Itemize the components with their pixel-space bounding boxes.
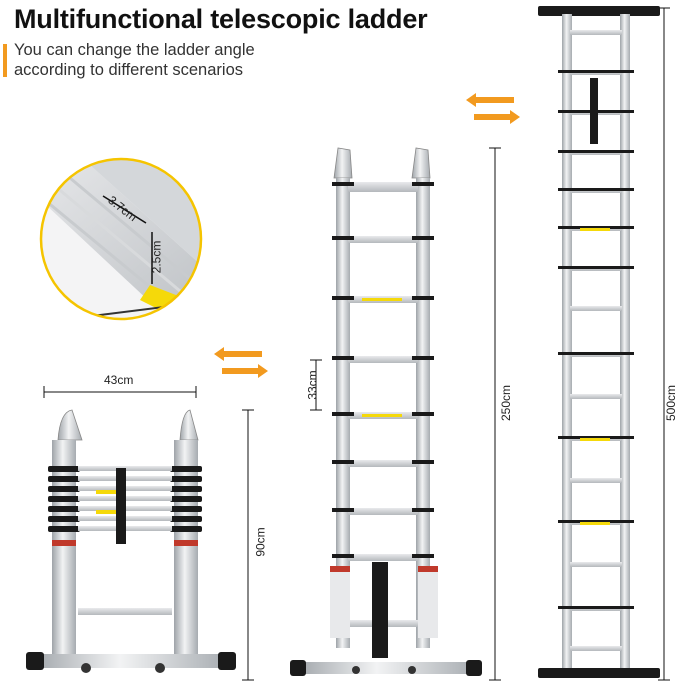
a-frame-height-label: 250cm <box>499 384 514 422</box>
straight-height-label: 500cm <box>664 384 679 422</box>
folded-width-label: 43cm <box>104 373 134 387</box>
accent-bar <box>3 44 7 77</box>
step-spacing-label: 33cm <box>305 370 320 400</box>
arrow-right-icon <box>474 110 520 124</box>
page-title: Multifunctional telescopic ladder <box>14 4 428 34</box>
ladder-a-frame <box>290 147 501 681</box>
profile-detail-inset <box>39 157 203 321</box>
arrow-right-icon <box>222 364 268 378</box>
subtitle-line-1: You can change the ladder angle <box>14 41 255 59</box>
arrow-pair-mid <box>214 347 268 378</box>
ladder-straight <box>538 6 670 681</box>
subtitle-line-2: according to different scenarios <box>14 61 243 79</box>
arrow-left-icon <box>466 93 514 107</box>
arrow-left-icon <box>214 347 262 361</box>
folded-height-label: 90cm <box>253 527 268 557</box>
arrow-pair-top <box>466 93 520 124</box>
inset-height-label: 2.5cm <box>149 240 164 274</box>
ladder-folded <box>26 386 254 681</box>
